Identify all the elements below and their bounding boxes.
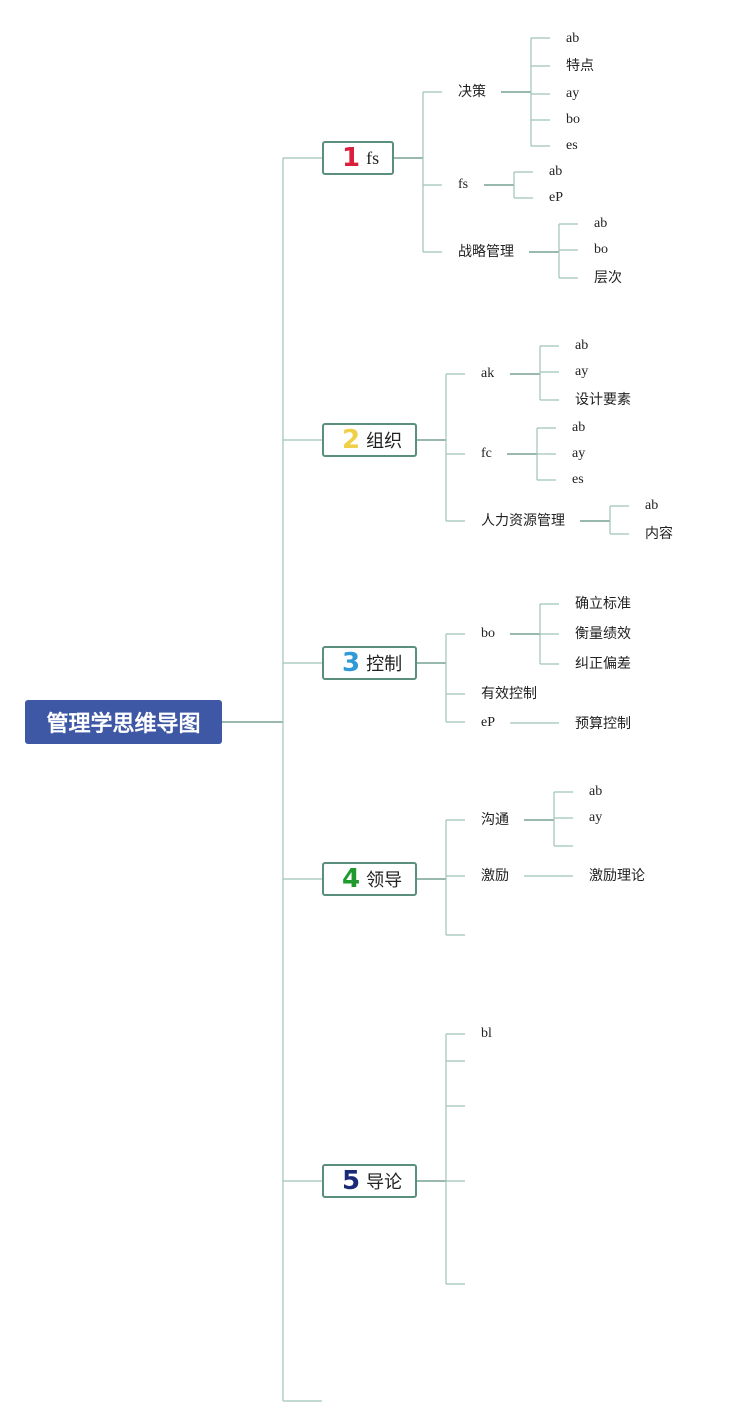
- leaf-node[interactable]: ab: [549, 164, 563, 179]
- leaf-node[interactable]: ay: [575, 364, 589, 379]
- leaf-node[interactable]: 确立标准: [575, 596, 631, 612]
- branch-node-4[interactable]: 4 领导: [322, 862, 417, 896]
- leaf-node[interactable]: ay: [566, 86, 580, 101]
- topic-node[interactable]: bl: [481, 1026, 492, 1041]
- root-node[interactable]: 管理学思维导图: [25, 700, 222, 744]
- leaf-node[interactable]: 预算控制: [575, 716, 631, 732]
- leaf-node[interactable]: ab: [645, 498, 659, 513]
- leaf-node[interactable]: 纠正偏差: [575, 656, 631, 672]
- leaf-node[interactable]: ay: [589, 810, 603, 825]
- root-label: 管理学思维导图: [46, 712, 201, 737]
- number-badge-1: 1: [342, 143, 361, 173]
- leaf-node[interactable]: ab: [566, 31, 580, 46]
- leaf-node[interactable]: ay: [572, 446, 586, 461]
- leaf-node[interactable]: ab: [572, 420, 586, 435]
- topic-node[interactable]: 沟通: [481, 812, 509, 828]
- topic-node[interactable]: 人力资源管理: [481, 513, 565, 529]
- number-badge-4: 4: [342, 864, 361, 894]
- branch-label-4: 领导: [366, 870, 403, 891]
- topic-node[interactable]: 有效控制: [481, 686, 537, 702]
- leaf-node[interactable]: eP: [549, 190, 563, 205]
- branch-label-2: 组织: [366, 431, 403, 452]
- topic-node[interactable]: 决策: [458, 84, 486, 100]
- branch-node-2[interactable]: 2 组织: [322, 423, 417, 457]
- branch-node-5[interactable]: 5 导论: [322, 1164, 417, 1198]
- leaf-node[interactable]: bo: [566, 112, 580, 127]
- topic-node[interactable]: 战略管理: [458, 244, 514, 260]
- branch-node-3[interactable]: 3 控制: [322, 646, 417, 680]
- number-badge-3: 3: [342, 648, 361, 678]
- topic-node[interactable]: fs: [458, 177, 469, 192]
- topic-node[interactable]: 激励: [481, 868, 509, 884]
- leaf-node[interactable]: ab: [589, 784, 603, 799]
- branch-label-5: 导论: [366, 1172, 403, 1193]
- leaf-node[interactable]: 内容: [645, 526, 673, 542]
- branch-label-1: fs: [366, 147, 380, 168]
- topic-node[interactable]: ak: [481, 366, 495, 381]
- leaf-node[interactable]: es: [572, 472, 584, 487]
- leaf-node[interactable]: 衡量绩效: [575, 626, 631, 642]
- topic-node[interactable]: fc: [481, 446, 492, 461]
- leaf-node[interactable]: 设计要素: [575, 392, 631, 408]
- leaf-node[interactable]: 激励理论: [589, 868, 645, 884]
- number-badge-5: 5: [342, 1166, 361, 1196]
- leaf-node[interactable]: 特点: [566, 58, 594, 74]
- leaf-node[interactable]: ab: [575, 338, 589, 353]
- leaf-node[interactable]: es: [566, 138, 578, 153]
- branch-node-1[interactable]: 1 fs: [322, 141, 394, 175]
- leaf-node[interactable]: 层次: [594, 270, 622, 286]
- topic-node[interactable]: bo: [481, 626, 495, 641]
- topic-node[interactable]: eP: [481, 715, 495, 730]
- leaf-node[interactable]: ab: [594, 216, 608, 231]
- branch-label-3: 控制: [366, 654, 403, 675]
- leaf-node[interactable]: bo: [594, 242, 608, 257]
- number-badge-2: 2: [342, 425, 361, 455]
